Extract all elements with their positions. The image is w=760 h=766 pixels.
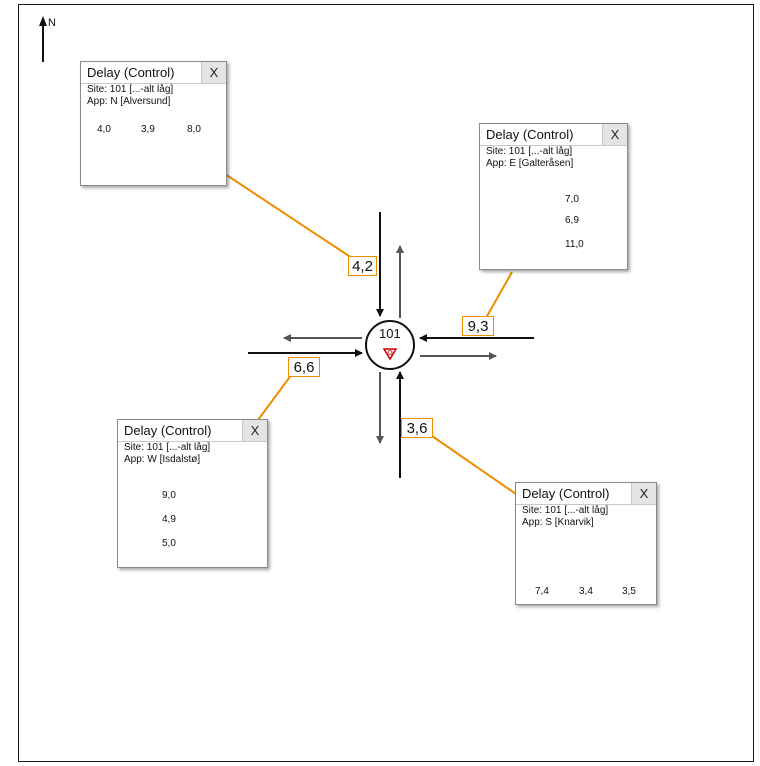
north-through-delay: 3,9: [141, 124, 155, 135]
approach-label: App: W [Isdalstø]: [124, 454, 201, 465]
close-button[interactable]: X: [242, 420, 267, 441]
diagram-frame: [18, 4, 754, 762]
roundabout-node[interactable]: [365, 320, 415, 370]
popup-title-text: Delay (Control): [486, 127, 574, 142]
west-delay-bubble[interactable]: 6,6: [288, 357, 320, 377]
site-label: Site: 101 [...-alt låg]: [124, 442, 211, 453]
north-label: N: [48, 17, 56, 29]
north-delay-bubble[interactable]: 4,2: [348, 256, 377, 276]
south-through-delay: 3,4: [579, 586, 593, 597]
north-left-delay: 4,0: [97, 124, 111, 135]
south-right-delay: 3,5: [622, 586, 636, 597]
approach-label: App: N [Alversund]: [87, 96, 171, 107]
west-leader-line: [257, 373, 293, 421]
east-through-delay: 6,9: [565, 215, 579, 226]
popup-title-text: Delay (Control): [87, 65, 175, 80]
north-leader-line: [221, 171, 353, 259]
popup-title: Delay (Control) X: [81, 62, 226, 84]
popup-title-text: Delay (Control): [124, 423, 212, 438]
south-left-delay: 7,4: [535, 586, 549, 597]
west-left-delay: 9,0: [162, 490, 176, 501]
site-label: Site: 101 [...-alt låg]: [486, 146, 573, 157]
close-button[interactable]: X: [602, 124, 627, 145]
south-delay-popup: Delay (Control) X Site: 101 [...-alt låg…: [515, 482, 657, 605]
west-right-delay: 5,0: [162, 538, 176, 549]
popup-title: Delay (Control) X: [516, 483, 656, 505]
west-delay-popup: Delay (Control) X Site: 101 [...-alt låg…: [117, 419, 268, 568]
approach-label: App: E [Galteråsen]: [486, 158, 574, 169]
south-delay-bubble[interactable]: 3,6: [401, 418, 433, 438]
close-button[interactable]: X: [201, 62, 226, 83]
north-arrow-icon: [39, 16, 47, 62]
popup-title: Delay (Control) X: [118, 420, 267, 442]
east-delay-bubble[interactable]: 9,3: [462, 316, 494, 336]
south-leader-line: [431, 435, 517, 495]
north-delay-popup: Delay (Control) X Site: 101 [...-alt låg…: [80, 61, 227, 186]
node-id-label: 101: [379, 326, 401, 341]
east-leader-line: [485, 271, 513, 319]
east-right-delay: 7,0: [565, 194, 579, 205]
popup-title-text: Delay (Control): [522, 486, 610, 501]
site-label: Site: 101 [...-alt låg]: [87, 84, 174, 95]
east-left-delay: 11,0: [565, 239, 584, 250]
north-right-delay: 8,0: [187, 124, 201, 135]
roundabout-sign-icon: [382, 348, 398, 361]
close-button[interactable]: X: [631, 483, 656, 504]
popup-title: Delay (Control) X: [480, 124, 627, 146]
approach-label: App: S [Knarvik]: [522, 517, 594, 528]
east-delay-popup: Delay (Control) X Site: 101 [...-alt låg…: [479, 123, 628, 270]
site-label: Site: 101 [...-alt låg]: [522, 505, 609, 516]
west-through-delay: 4,9: [162, 514, 176, 525]
